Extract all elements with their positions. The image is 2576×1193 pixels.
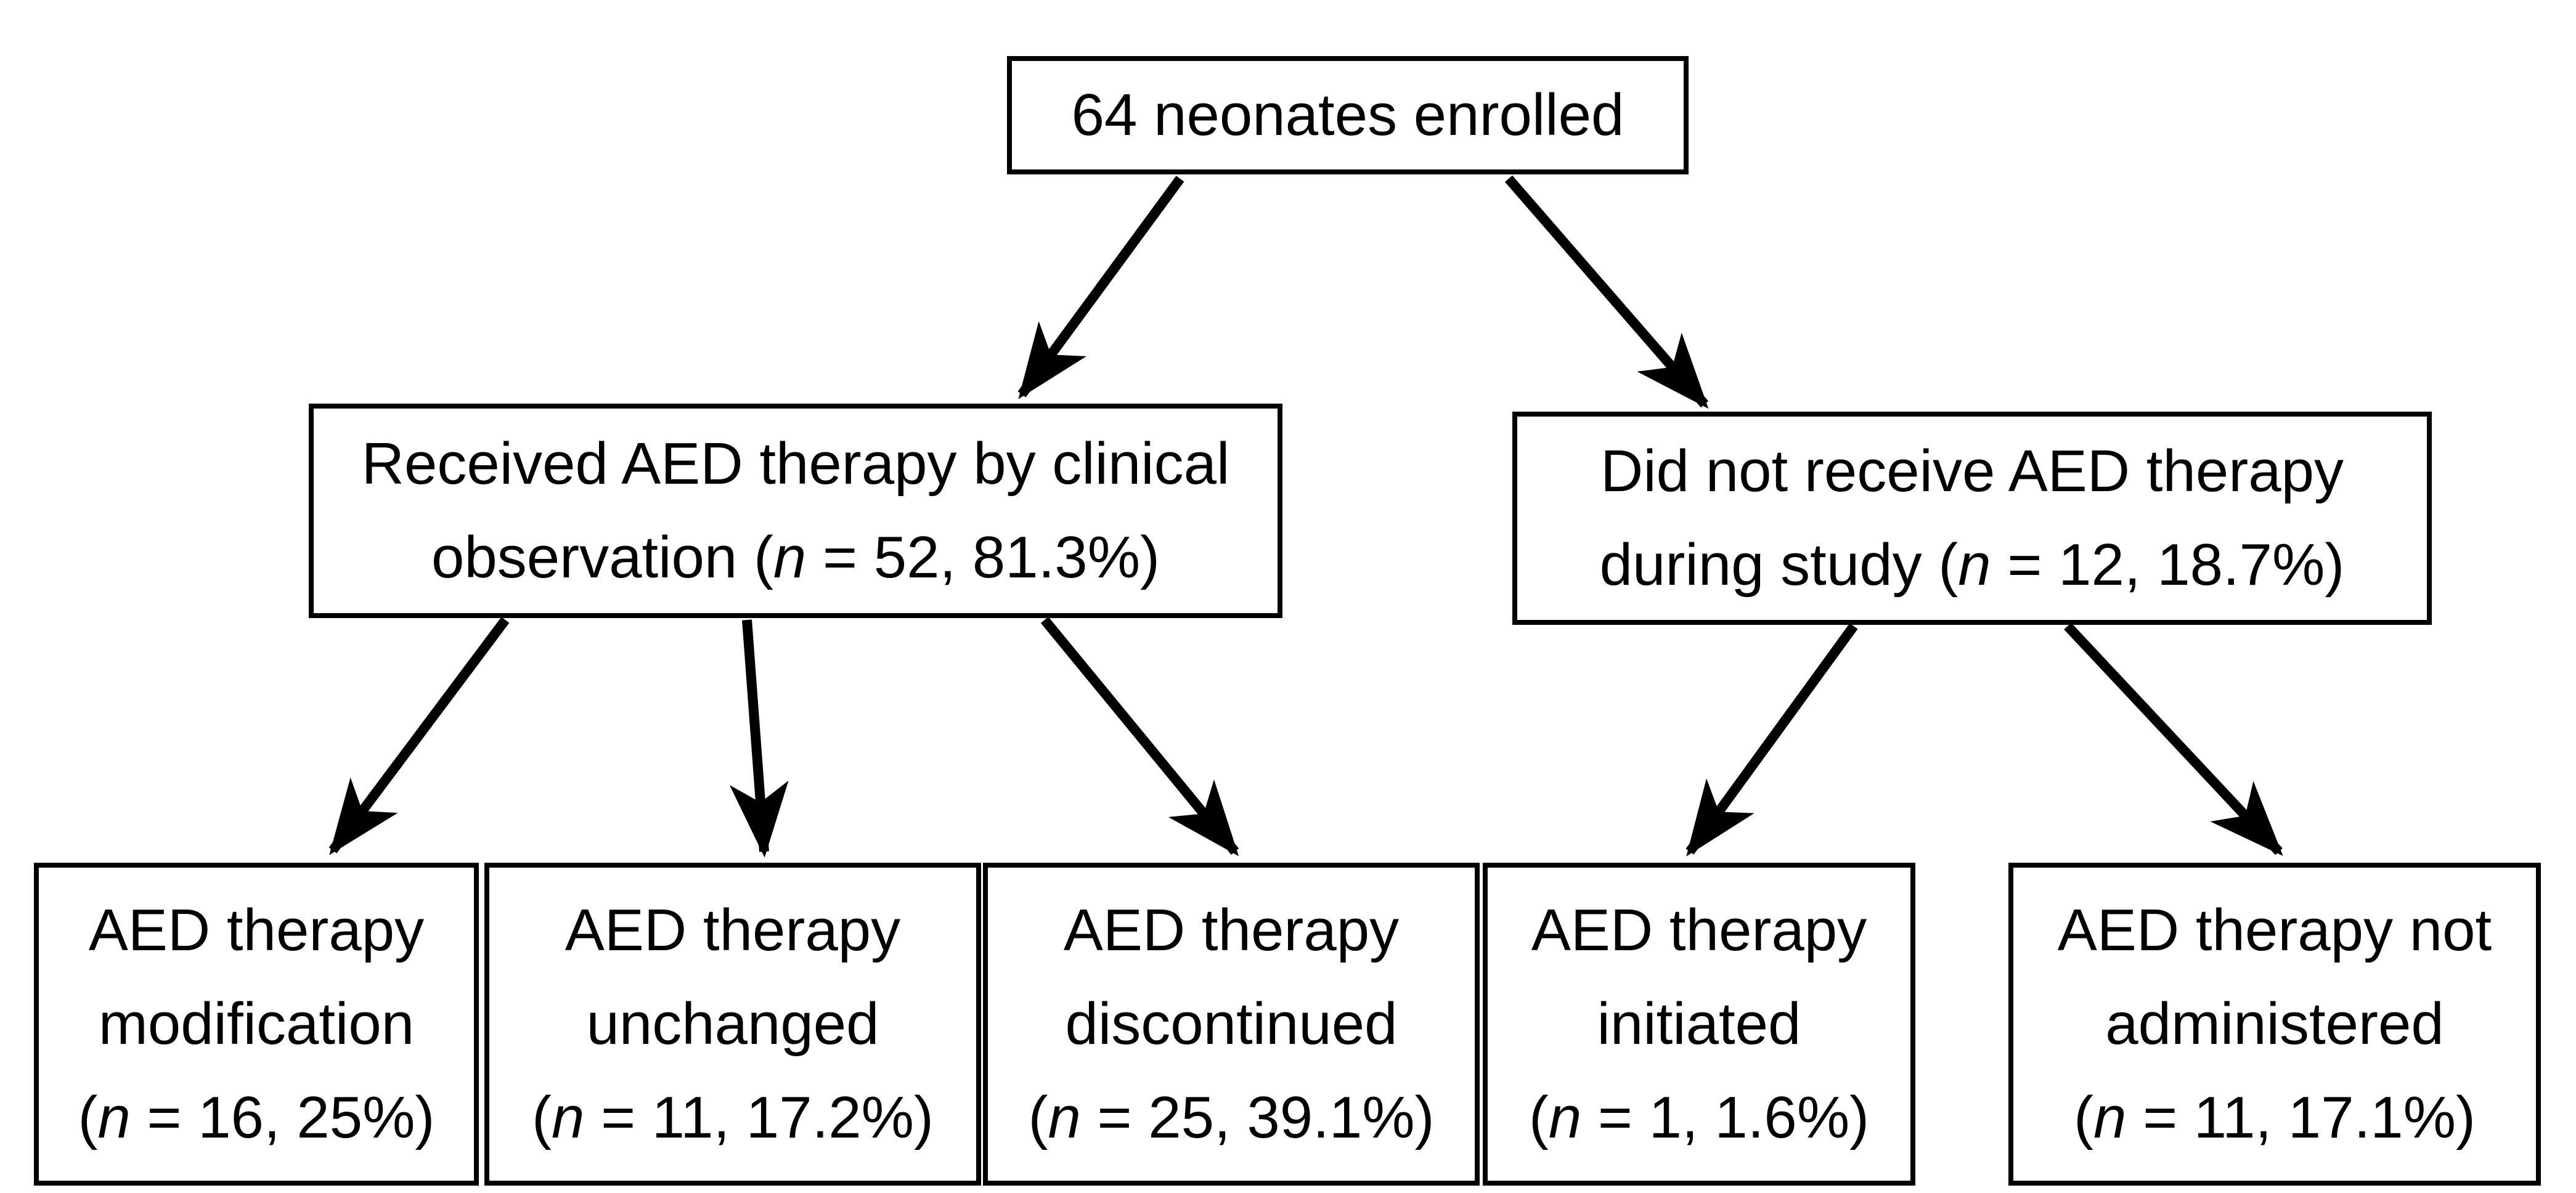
node-unchanged-line-2: unchanged bbox=[586, 991, 879, 1057]
node-not-received-line-2: during study (n = 12, 18.7%) bbox=[1599, 532, 2345, 598]
arrow-root-to-not-received bbox=[1504, 175, 1709, 409]
node-received-line-2: observation (n = 52, 81.3%) bbox=[431, 524, 1160, 590]
arrow-not-received-to-initiated bbox=[1685, 623, 1858, 857]
node-modification-stat: (n = 16, 25%) bbox=[78, 1084, 435, 1150]
arrow-not-received-to-not-administered bbox=[2064, 622, 2283, 857]
node-enrolled-text: 64 neonates enrolled bbox=[1071, 82, 1624, 149]
node-unchanged-stat: (n = 11, 17.2%) bbox=[532, 1084, 934, 1150]
node-unchanged-line-1: AED therapy bbox=[565, 897, 901, 964]
node-aed-therapy-modification: AED therapy modification (n = 16, 25%) bbox=[34, 863, 479, 1186]
node-not-received-line-1: Did not receive AED therapy bbox=[1600, 438, 2344, 505]
node-received-aed-therapy: Received AED therapy by clinical observa… bbox=[309, 404, 1282, 618]
node-not-administered-line-1: AED therapy not bbox=[2057, 897, 2492, 964]
node-initiated-line-2: initiated bbox=[1597, 991, 1801, 1057]
node-modification-line-2: modification bbox=[98, 991, 415, 1057]
arrow-root-to-received bbox=[1017, 176, 1184, 399]
node-aed-therapy-not-administered: AED therapy not administered (n = 11, 17… bbox=[2008, 863, 2541, 1186]
node-not-administered-line-2: administered bbox=[2105, 991, 2444, 1057]
node-initiated-stat: (n = 1, 1.6%) bbox=[1528, 1084, 1870, 1150]
arrow-received-to-unchanged bbox=[729, 619, 789, 858]
arrow-received-to-discontinued bbox=[1040, 616, 1239, 857]
node-initiated-line-1: AED therapy bbox=[1531, 897, 1867, 964]
node-discontinued-stat: (n = 25, 39.1%) bbox=[1028, 1084, 1435, 1150]
node-aed-therapy-discontinued: AED therapy discontinued (n = 25, 39.1%) bbox=[983, 863, 1480, 1186]
node-not-administered-stat: (n = 11, 17.1%) bbox=[2074, 1084, 2476, 1150]
node-aed-therapy-initiated: AED therapy initiated (n = 1, 1.6%) bbox=[1483, 863, 1915, 1186]
node-modification-line-1: AED therapy bbox=[88, 897, 425, 964]
node-received-line-1: Received AED therapy by clinical bbox=[361, 431, 1230, 497]
node-did-not-receive-aed-therapy: Did not receive AED therapy during study… bbox=[1512, 412, 2432, 625]
node-discontinued-line-2: discontinued bbox=[1065, 991, 1398, 1057]
node-enrolled: 64 neonates enrolled bbox=[1007, 56, 1689, 174]
node-aed-therapy-unchanged: AED therapy unchanged (n = 11, 17.2%) bbox=[484, 863, 981, 1186]
node-discontinued-line-1: AED therapy bbox=[1063, 897, 1400, 964]
arrow-received-to-modification bbox=[328, 617, 510, 855]
